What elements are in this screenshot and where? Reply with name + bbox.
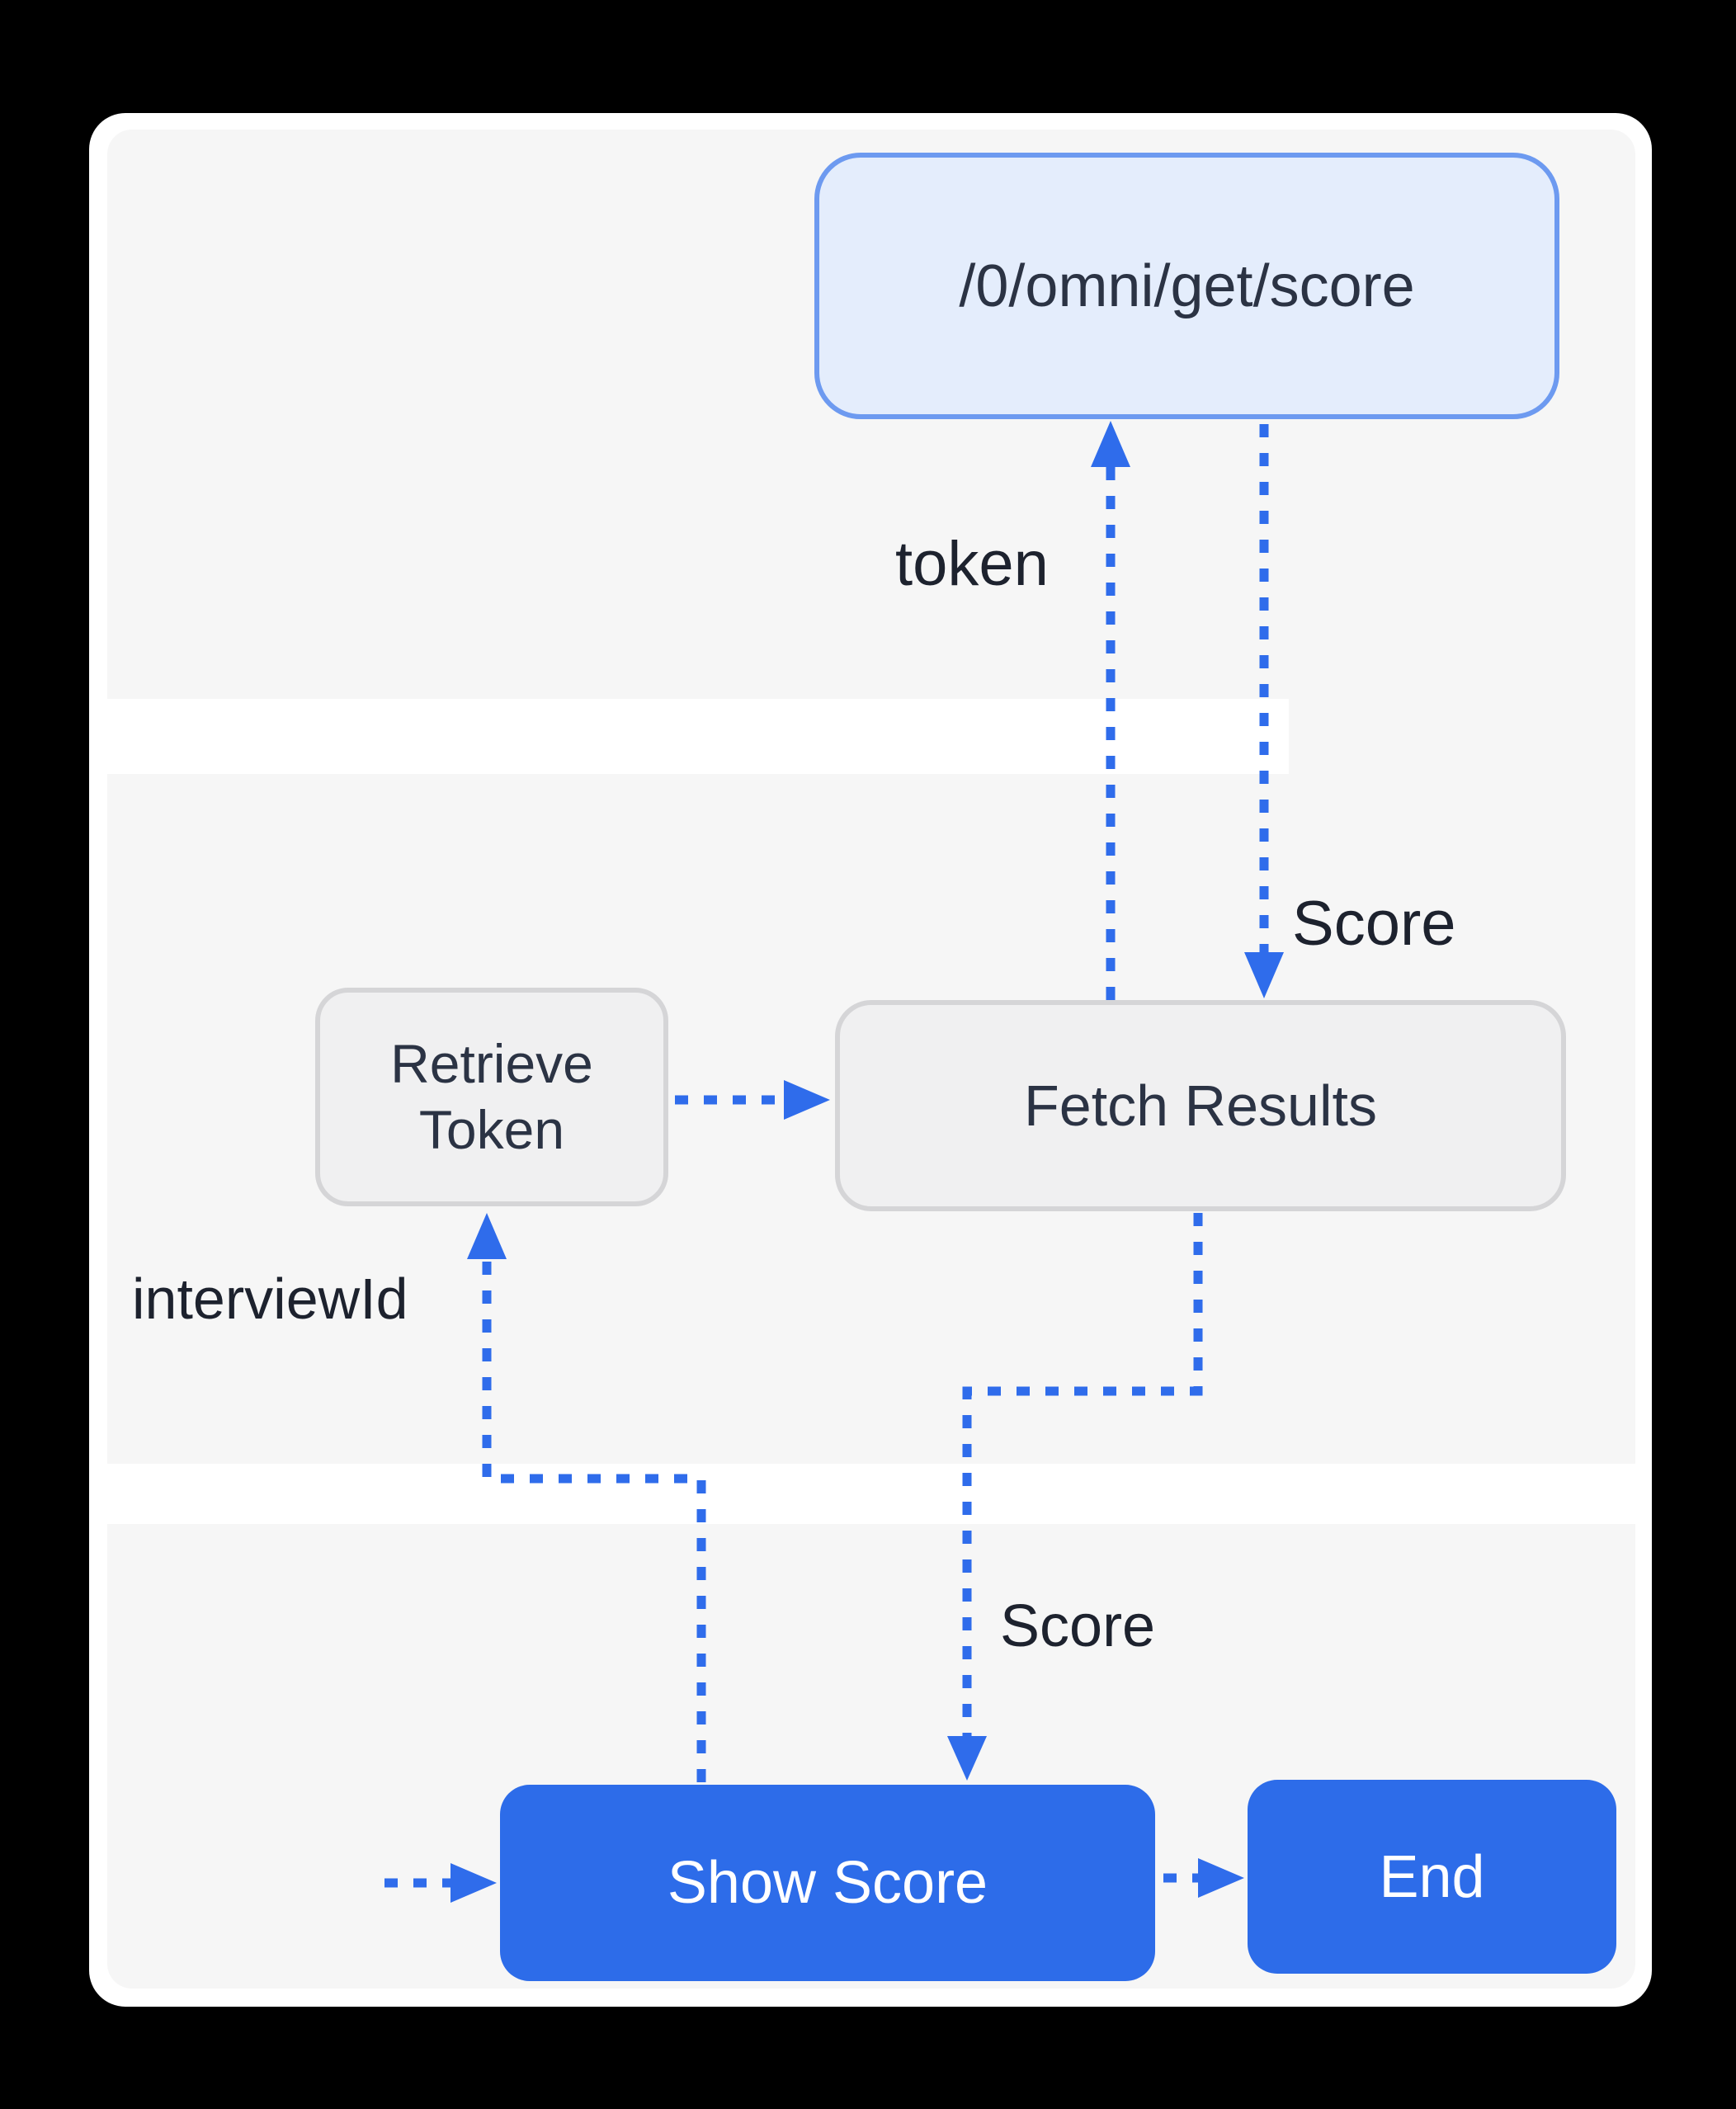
- lane-gap-bottom: [107, 1464, 1635, 1524]
- node-retrieve-token-label: Retrieve Token: [390, 1031, 593, 1162]
- edge-interviewid-arrowhead-up: [467, 1213, 507, 1259]
- edge-token-arrowhead-up: [1091, 421, 1130, 467]
- edge-score-top-arrowhead-down: [1244, 952, 1284, 998]
- edge-label-token: token: [895, 529, 1049, 599]
- node-api-endpoint[interactable]: /0/omni/get/score: [814, 153, 1559, 419]
- edge-interviewid-line: [482, 1259, 706, 1782]
- retrieve-token-line1: Retrieve: [390, 1033, 593, 1095]
- node-retrieve-token[interactable]: Retrieve Token: [315, 988, 668, 1206]
- node-show-score[interactable]: Show Score: [500, 1785, 1155, 1981]
- node-fetch-results[interactable]: Fetch Results: [835, 1000, 1566, 1211]
- edge-label-score-bottom: Score: [1000, 1593, 1156, 1659]
- edge-score-bottom-line: [962, 1213, 1203, 1736]
- edge-label-interview-id: interviewId: [132, 1267, 408, 1331]
- node-end-label: End: [1379, 1843, 1485, 1910]
- node-api-endpoint-label: /0/omni/get/score: [959, 252, 1415, 319]
- retrieve-token-line2: Token: [418, 1098, 565, 1160]
- node-show-score-label: Show Score: [667, 1850, 988, 1916]
- edge-show-to-end-arrowhead: [1198, 1858, 1244, 1898]
- lane-gap-top: [107, 699, 1289, 774]
- edge-start-arrowhead: [451, 1863, 497, 1903]
- node-end[interactable]: End: [1248, 1780, 1616, 1974]
- edge-score-bottom-arrowhead-down: [947, 1736, 987, 1781]
- edge-retrieve-to-fetch-arrowhead: [784, 1080, 830, 1120]
- edge-label-score-top: Score: [1292, 889, 1456, 959]
- node-fetch-results-label: Fetch Results: [1024, 1073, 1377, 1138]
